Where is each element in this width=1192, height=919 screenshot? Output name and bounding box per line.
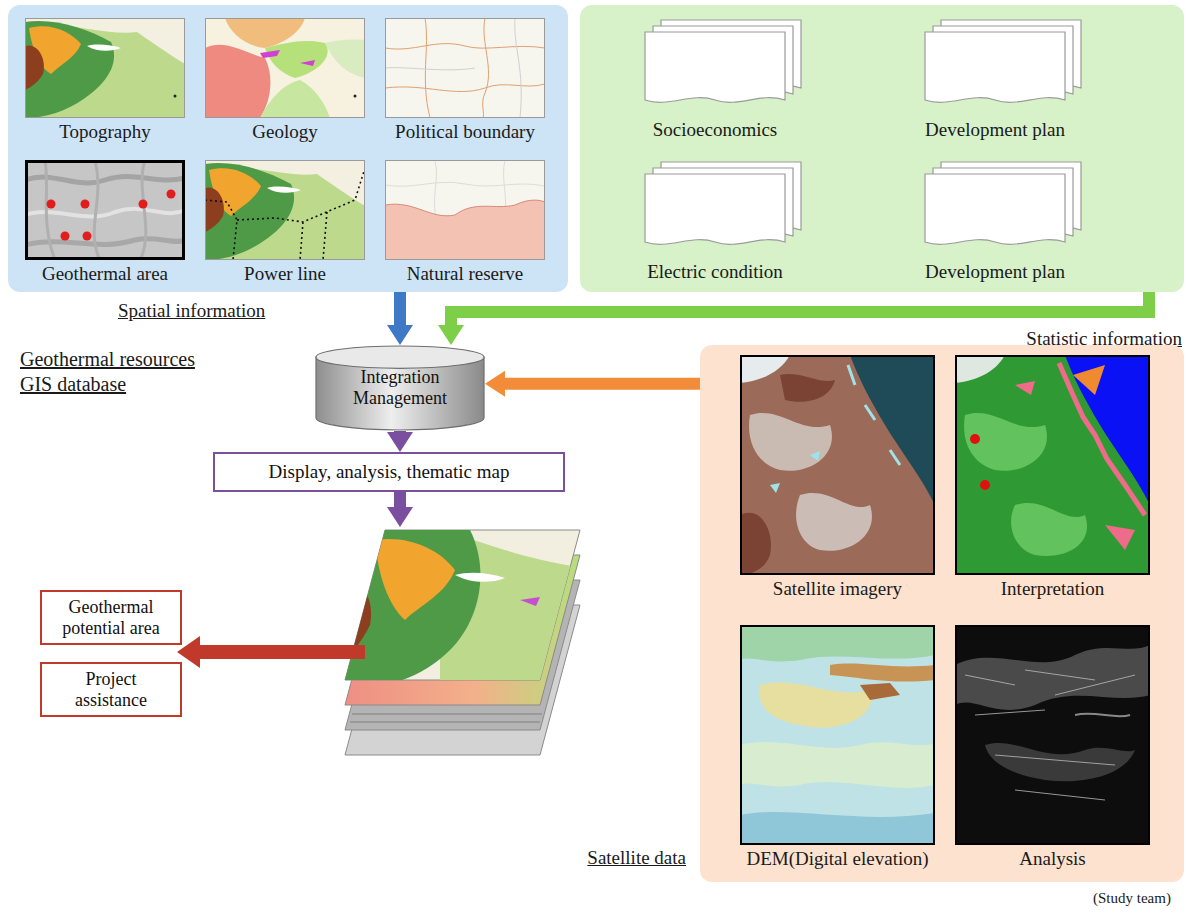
flow-arrow (387, 292, 413, 345)
map-thumbnail: Power line (205, 160, 365, 286)
document-item: Development plan (895, 18, 1095, 142)
arrow-shaft (394, 292, 406, 325)
panel-heading: Satellite data (587, 847, 686, 870)
thumbnail-caption: Interpretation (1001, 578, 1104, 601)
map-thumbnail: Natural reserve (385, 160, 545, 286)
document-stack-icon (615, 160, 815, 258)
satellite-thumbnail: Analysis (955, 625, 1150, 871)
map-thumbnail: Topography (25, 18, 185, 144)
map-thumbnail: Geothermal area (25, 160, 185, 286)
satellite-panel: Satellite data Satellite imagery Interpr… (700, 345, 1184, 882)
arrow-shaft (451, 292, 1149, 325)
document-stack-icon (895, 18, 1095, 116)
result-arrow (177, 636, 365, 668)
power-line-map (205, 160, 365, 260)
document-stack-icon (895, 160, 1095, 258)
satellite-thumbnail: DEM(Digital elevation) (740, 625, 935, 871)
arrow-shaft (505, 378, 700, 390)
process-box: Display, analysis, thematic map (213, 452, 565, 492)
thumbnail-caption: DEM(Digital elevation) (746, 848, 928, 871)
elevation-map (740, 625, 935, 845)
flow-arrow (485, 371, 700, 397)
analysis-image (955, 625, 1150, 845)
statistic-panel: Statistic information Socioeconomics Dev… (580, 5, 1184, 292)
thumbnail-caption: Natural reserve (407, 263, 524, 286)
document-item: Development plan (895, 160, 1095, 284)
satellite-thumbnail: Satellite imagery (740, 355, 935, 601)
thumbnail-caption: Electric condition (647, 261, 783, 284)
arrow-head (438, 325, 464, 345)
thumbnail-caption: Geothermal area (42, 263, 168, 286)
thumbnail-caption: Development plan (925, 119, 1065, 142)
interpretation-map (955, 355, 1150, 575)
arrow-head (387, 432, 413, 452)
database-label: Integration Management (315, 367, 485, 408)
spatial-panel: Spatial information Topography Geology P… (8, 5, 568, 292)
output-box: Project assistance (40, 662, 182, 717)
source-caption: (Study team) (1093, 890, 1171, 907)
panel-heading: Spatial information (118, 300, 265, 323)
topography-map (25, 18, 185, 118)
arrow-head (387, 325, 413, 345)
natural-reserve-map (385, 160, 545, 260)
map-thumbnail: Political boundary (385, 18, 545, 144)
geology-map (205, 18, 365, 118)
document-item: Socioeconomics (615, 18, 815, 142)
box-text: Display, analysis, thematic map (263, 461, 516, 483)
output-box: Geothermal potential area (40, 590, 182, 645)
document-stack-icon (615, 18, 815, 116)
arrow-shaft (394, 431, 406, 432)
thumbnail-caption: Analysis (1019, 848, 1086, 871)
thumbnail-caption: Political boundary (395, 121, 535, 144)
boundary-map (385, 18, 545, 118)
document-item: Electric condition (615, 160, 815, 284)
geothermal-area-map (25, 160, 185, 260)
thumbnail-caption: Geology (252, 121, 317, 144)
map-layer-stack (340, 530, 600, 755)
database-title: Geothermal resources GIS database (20, 347, 220, 397)
database-cylinder: Integration ManagementGeothermal resourc… (315, 345, 485, 431)
arrow-head (485, 371, 505, 397)
thumbnail-caption: Satellite imagery (773, 578, 902, 601)
thumbnail-caption: Power line (244, 263, 326, 286)
box-text: Project assistance (42, 669, 180, 710)
map-thumbnail: Geology (205, 18, 365, 144)
satellite-image (740, 355, 935, 575)
thumbnail-caption: Topography (59, 121, 151, 144)
satellite-thumbnail: Interpretation (955, 355, 1150, 601)
thumbnail-caption: Development plan (925, 261, 1065, 284)
flow-arrow (387, 431, 413, 452)
box-text: Geothermal potential area (42, 597, 180, 638)
thumbnail-caption: Socioeconomics (653, 119, 778, 142)
display-to-stack-arrow (387, 492, 413, 527)
